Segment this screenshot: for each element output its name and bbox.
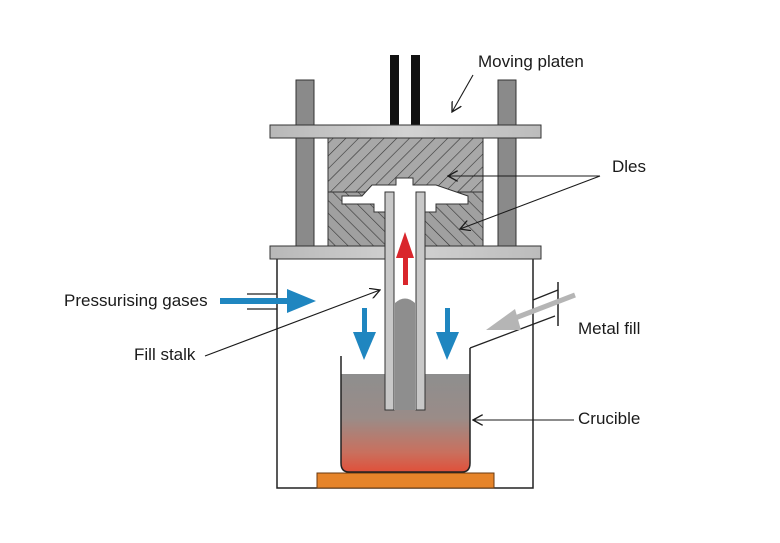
label-metal-fill: Metal fill (578, 319, 640, 338)
label-fill-stalk: Fill stalk (134, 345, 196, 364)
label-dies: Dles (612, 157, 646, 176)
heater-base (316, 472, 495, 489)
ram-rod (390, 55, 420, 125)
metal-flow-up-arrow (396, 232, 414, 285)
guide-column-left (295, 79, 315, 253)
fill-stalk (384, 191, 426, 411)
gas-inlet-arrow (220, 289, 316, 313)
moving-platen-leader (452, 74, 474, 112)
label-pressurising-gases: Pressurising gases (64, 291, 208, 310)
label-moving-platen: Moving platen (478, 52, 584, 71)
crucible (340, 348, 471, 473)
metal-fill-arrow (486, 292, 576, 330)
dies-leader-lower (460, 175, 601, 229)
guide-column-right (497, 79, 517, 253)
label-crucible: Crucible (578, 409, 640, 428)
fill-stalk-leader (204, 290, 380, 357)
moving-platen (269, 124, 542, 139)
gas-pressure-arrow-right (436, 308, 459, 360)
gas-pressure-arrow-left (353, 308, 376, 360)
